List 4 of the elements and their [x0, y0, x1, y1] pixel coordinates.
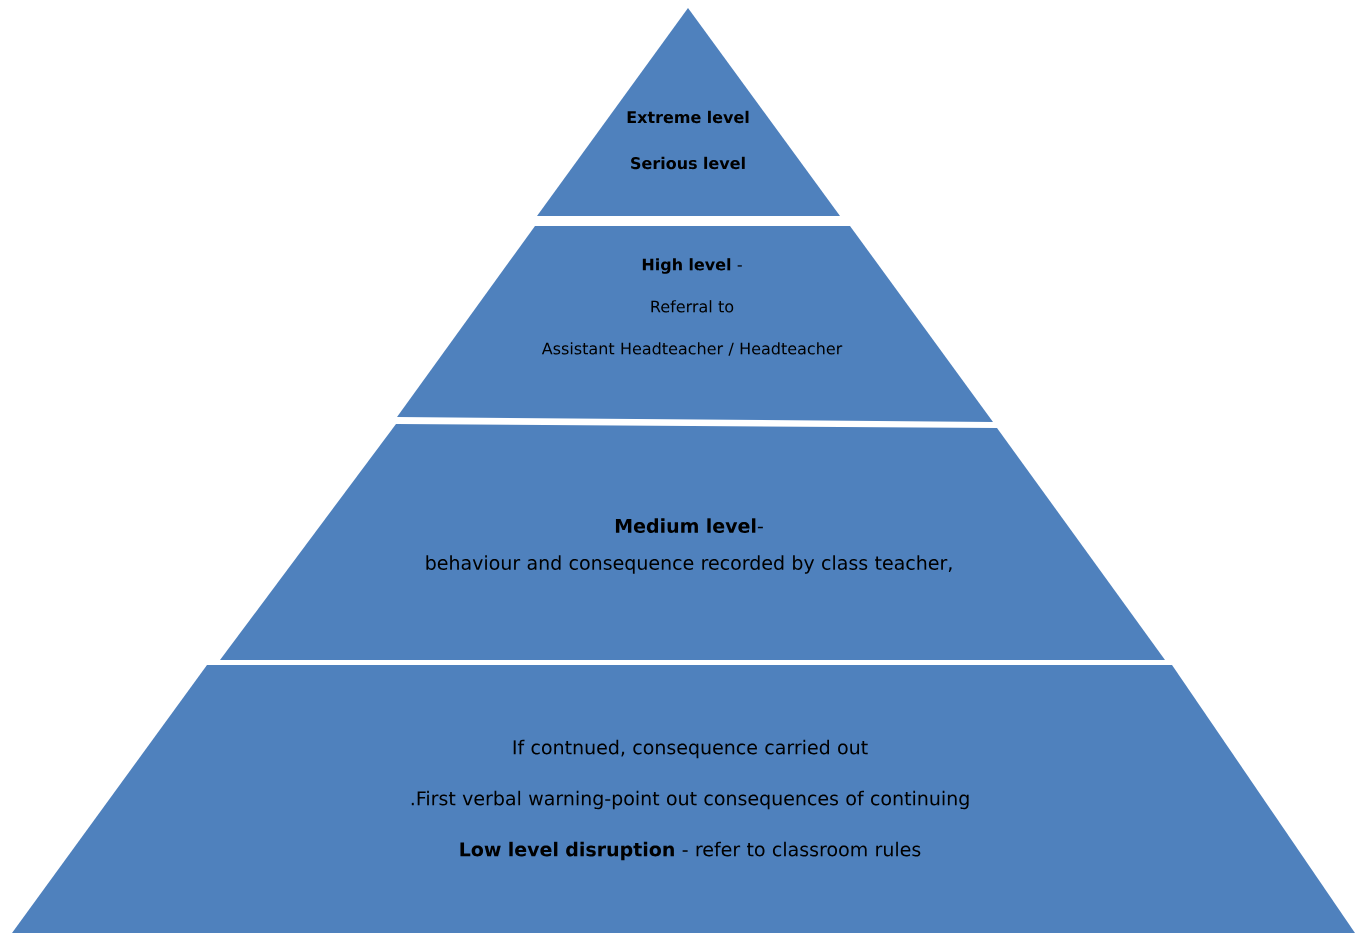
pyramid-band: Extreme level Serious level	[537, 8, 840, 216]
pyramid-band: If contnued, consequence carried out .First verbal warning-point out consequences of continuing Low level disruption - refer to classroom rules	[12, 665, 1355, 933]
pyramid-band: High level - Referral to Assistant Headteacher / Headteacher	[397, 226, 993, 422]
pyramid-band: Medium level- behaviour and consequence recorded by class teacher,	[220, 424, 1165, 660]
